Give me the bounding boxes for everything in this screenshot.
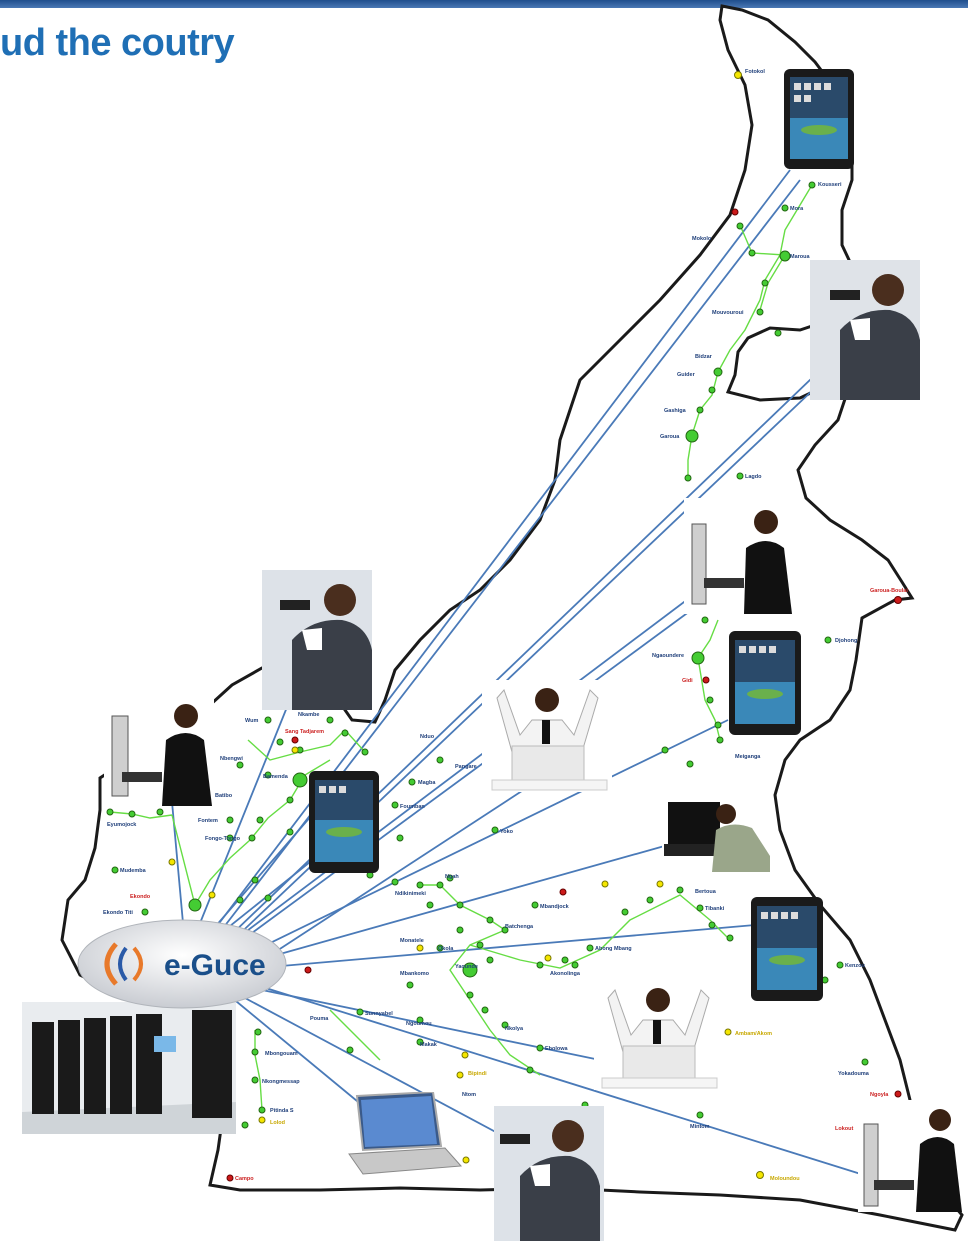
svg-text:Yoko: Yoko	[500, 829, 514, 835]
svg-text:Abong Mbang: Abong Mbang	[595, 946, 632, 952]
svg-text:Ntom: Ntom	[462, 1092, 476, 1098]
svg-text:Moloundou: Moloundou	[770, 1176, 800, 1182]
businessman-computer-icon	[858, 1100, 964, 1212]
e-guce-logo: e-Guce	[77, 919, 287, 1009]
svg-text:Garoua: Garoua	[660, 434, 680, 440]
svg-text:Djohong: Djohong	[835, 638, 857, 644]
svg-text:Fotokol: Fotokol	[745, 69, 765, 75]
svg-text:Garoua-Boulai: Garoua-Boulai	[870, 588, 908, 594]
businessman-phone-icon	[262, 570, 372, 710]
slide-title: ud the coutry	[0, 22, 235, 64]
svg-text:Wum: Wum	[245, 718, 258, 724]
svg-text:Pangare: Pangare	[455, 764, 477, 770]
tablet-icon	[309, 771, 379, 873]
svg-text:Sunnyabel: Sunnyabel	[365, 1011, 393, 1017]
svg-text:Nkongmessap: Nkongmessap	[262, 1079, 300, 1085]
city-nodes-yellow	[168, 71, 764, 1179]
svg-text:Ndikinimeki: Ndikinimeki	[395, 891, 426, 897]
svg-text:Lagdo: Lagdo	[745, 474, 762, 480]
svg-text:Ngaoundere: Ngaoundere	[652, 653, 684, 659]
svg-text:Ngoumou: Ngoumou	[406, 1021, 432, 1027]
svg-text:Batibo: Batibo	[215, 793, 233, 799]
svg-text:Maroua: Maroua	[790, 254, 811, 260]
server-room-icon	[22, 1002, 236, 1134]
svg-text:Lolod: Lolod	[270, 1120, 285, 1126]
businessman-laptop-icon	[662, 796, 770, 872]
svg-text:Foumban: Foumban	[400, 804, 425, 810]
celebrating-man-laptop-icon	[482, 680, 612, 792]
svg-text:Kousseri: Kousseri	[818, 182, 842, 188]
svg-text:Eyumojock: Eyumojock	[107, 822, 137, 828]
celebrating-man-laptop-icon	[594, 980, 722, 1090]
svg-text:Okola: Okola	[438, 946, 454, 952]
city-labels: Fotokol Kousseri Mora Mokolo Maroua Mouv…	[103, 69, 908, 1182]
svg-text:Nduo: Nduo	[420, 734, 435, 740]
svg-text:Bertoua: Bertoua	[695, 889, 717, 895]
svg-text:Pouma: Pouma	[310, 1016, 329, 1022]
svg-text:Ekondo: Ekondo	[130, 894, 151, 900]
svg-text:Campo: Campo	[235, 1176, 254, 1182]
svg-text:Monatele: Monatele	[400, 938, 424, 944]
country-outline	[60, 4, 964, 1232]
svg-text:Sang Tadjarem: Sang Tadjarem	[285, 729, 324, 735]
svg-text:Mouvouroui: Mouvouroui	[712, 310, 744, 316]
svg-text:Mudemba: Mudemba	[120, 868, 147, 874]
svg-text:Gashiga: Gashiga	[664, 408, 687, 414]
svg-text:Gidi: Gidi	[682, 678, 693, 684]
svg-text:Mbandjock: Mbandjock	[540, 904, 570, 910]
businessman-computer-icon	[104, 694, 214, 806]
svg-text:Meiganga: Meiganga	[735, 754, 761, 760]
logo-text: e-Guce	[164, 949, 266, 982]
svg-text:Akonolinga: Akonolinga	[550, 971, 581, 977]
svg-text:Makak: Makak	[420, 1042, 438, 1048]
svg-text:Ebolowa: Ebolowa	[545, 1046, 569, 1052]
connection-lines	[169, 169, 881, 1181]
svg-text:Batchenga: Batchenga	[505, 924, 534, 930]
top-accent-bar	[0, 0, 968, 8]
businessman-computer-icon	[684, 498, 794, 614]
svg-text:Magba: Magba	[418, 780, 436, 786]
svg-text:Mintom: Mintom	[690, 1124, 710, 1130]
svg-text:Nkolya: Nkolya	[505, 1026, 524, 1032]
svg-text:Nkambe: Nkambe	[298, 712, 319, 718]
svg-text:Ekondo Titi: Ekondo Titi	[103, 910, 133, 916]
svg-text:Ngoyla: Ngoyla	[870, 1092, 889, 1098]
svg-text:Ambam/Akom: Ambam/Akom	[735, 1031, 772, 1037]
svg-text:Mora: Mora	[790, 206, 804, 212]
tablet-icon	[784, 69, 854, 169]
svg-text:Bipindi: Bipindi	[468, 1071, 487, 1077]
svg-text:Yokadouma: Yokadouma	[838, 1071, 870, 1077]
svg-text:Lokout: Lokout	[835, 1126, 853, 1132]
svg-text:Fontem: Fontem	[198, 818, 218, 824]
svg-text:Mbankomo: Mbankomo	[400, 971, 430, 977]
tablet-icon	[729, 631, 801, 735]
laptop-icon	[348, 1092, 463, 1175]
svg-text:Tibanki: Tibanki	[705, 906, 725, 912]
svg-text:Mbongouam: Mbongouam	[265, 1051, 298, 1057]
city-nodes-green	[106, 181, 869, 1129]
svg-text:Fongo-Tongo: Fongo-Tongo	[205, 836, 241, 842]
city-nodes-red	[226, 208, 902, 1182]
svg-text:Mokolo: Mokolo	[692, 236, 712, 242]
svg-text:Guider: Guider	[677, 372, 696, 378]
svg-text:Kenzou: Kenzou	[845, 963, 865, 969]
svg-text:Nbengwi: Nbengwi	[220, 756, 243, 762]
tablet-icon	[751, 897, 823, 1001]
svg-text:Yaounde: Yaounde	[455, 964, 478, 970]
svg-text:Pitinda S: Pitinda S	[270, 1108, 294, 1114]
businessman-phone-icon	[494, 1106, 604, 1241]
svg-text:Bamenda: Bamenda	[263, 774, 289, 780]
svg-text:Bidzar: Bidzar	[695, 354, 713, 360]
svg-text:Ngah: Ngah	[445, 874, 459, 880]
businessman-phone-icon	[810, 260, 920, 400]
